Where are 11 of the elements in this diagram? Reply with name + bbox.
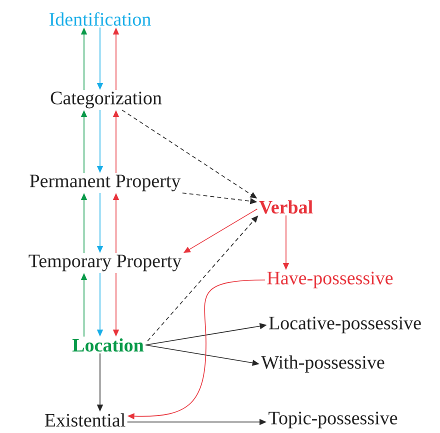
label-text: Location xyxy=(72,338,144,352)
label-text: Verbal xyxy=(259,200,313,214)
label-text: Topic-possessive xyxy=(268,412,398,428)
label-text: Locative-possessive xyxy=(269,316,421,334)
label-text: With-possessive xyxy=(261,355,384,373)
label-text: Identification xyxy=(50,12,151,26)
label-text: Temporary Property xyxy=(28,254,182,272)
label-text: Have-possessive xyxy=(267,272,393,288)
label-text: Categorization xyxy=(50,92,162,108)
label-text: Existential xyxy=(44,413,126,427)
label-text: Permanent Property xyxy=(30,174,181,192)
